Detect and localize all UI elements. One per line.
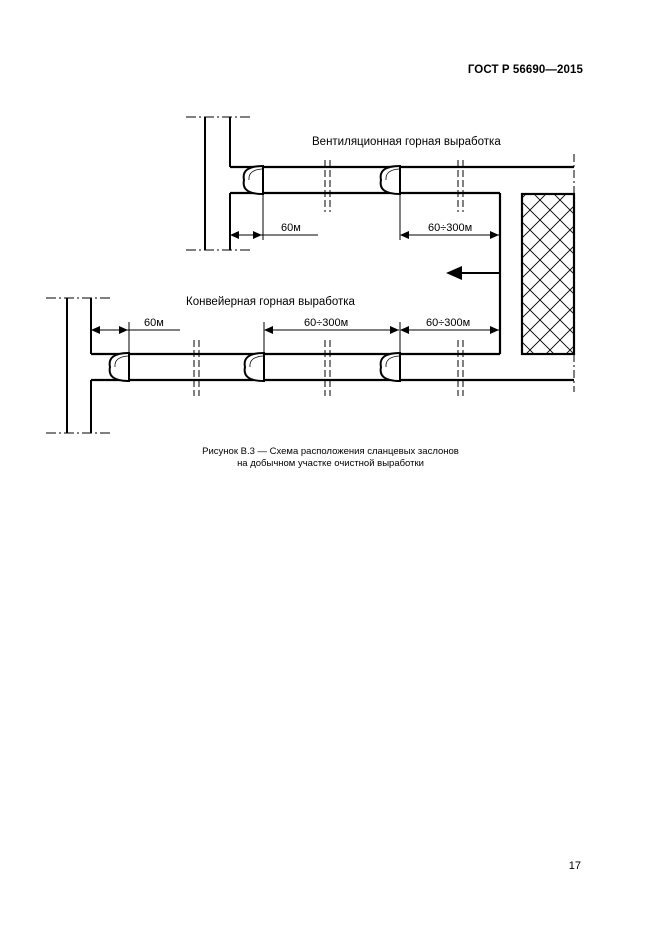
dim-label-ventilation-60-300: 60÷300м xyxy=(428,222,472,234)
dim-label-ventilation-60: 60м xyxy=(281,222,301,234)
page-number: 17 xyxy=(568,860,581,872)
barrier-icon xyxy=(379,164,401,196)
barrier-icon xyxy=(108,351,130,383)
caption-line-2: на добычном участке очистной выработки xyxy=(237,458,424,469)
dim-label-conveyor-60-300-b: 60÷300м xyxy=(426,317,470,329)
barrier-icon xyxy=(242,164,264,196)
dim-label-conveyor-60-300-a: 60÷300м xyxy=(304,317,348,329)
figure-caption: Рисунок В.3 — Схема расположения сланцев… xyxy=(0,446,661,470)
caption-line-1: Рисунок В.3 — Схема расположения сланцев… xyxy=(202,446,459,457)
ventilation-drift xyxy=(186,116,575,251)
dim-label-conveyor-60: 60м xyxy=(144,317,164,329)
airflow-arrow-icon xyxy=(446,266,500,280)
goaf-area xyxy=(520,192,576,356)
barrier-icon xyxy=(243,351,265,383)
standard-code: ГОСТ Р 56690—2015 xyxy=(467,64,583,76)
conveyor-drift xyxy=(46,297,575,434)
barrier-icon xyxy=(379,351,401,383)
conveyor-drift-label: Конвейерная горная выработка xyxy=(186,296,356,308)
ventilation-drift-label: Вентиляционная горная выработка xyxy=(312,136,501,148)
